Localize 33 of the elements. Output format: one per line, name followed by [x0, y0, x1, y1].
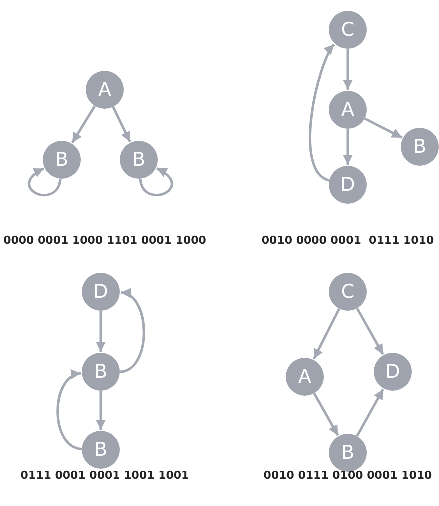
node-circle: C [329, 273, 367, 311]
binary-code-caption: 0111 0001 0001 1001 1001 [20, 469, 190, 482]
arrow [96, 391, 106, 430]
arrow [96, 311, 106, 352]
binary-code-caption: 0000 0001 1000 1101 0001 1000 [4, 234, 206, 247]
node-circle: B [120, 141, 158, 179]
node-circle: D [329, 166, 367, 204]
arrow [343, 129, 353, 165]
binary-code-caption: 0010 0000 0001 0111 1010 [262, 234, 434, 247]
node-circle: A [286, 358, 324, 396]
node-circle: A [329, 91, 367, 129]
node-circle: A [86, 71, 124, 109]
arrow [28, 168, 62, 197]
arrow [364, 118, 403, 139]
node-circle: D [82, 273, 120, 311]
arrow [312, 308, 341, 360]
node-circle: C [329, 11, 367, 49]
arrow [56, 371, 82, 450]
arrow [71, 106, 96, 144]
arrow [356, 388, 384, 437]
node-circle: B [329, 434, 367, 472]
node-circle: D [374, 353, 412, 391]
arrow [120, 290, 146, 374]
arrow [309, 44, 336, 182]
arrow [343, 49, 353, 90]
binary-code-caption: 0010 0111 0100 0001 1010 [264, 469, 432, 482]
node-circle: B [82, 431, 120, 469]
arrow [356, 308, 384, 356]
arrow [112, 106, 132, 143]
node-circle: B [401, 128, 439, 166]
arrow [139, 168, 174, 196]
node-circle: B [82, 353, 120, 391]
node-circle: B [43, 141, 81, 179]
